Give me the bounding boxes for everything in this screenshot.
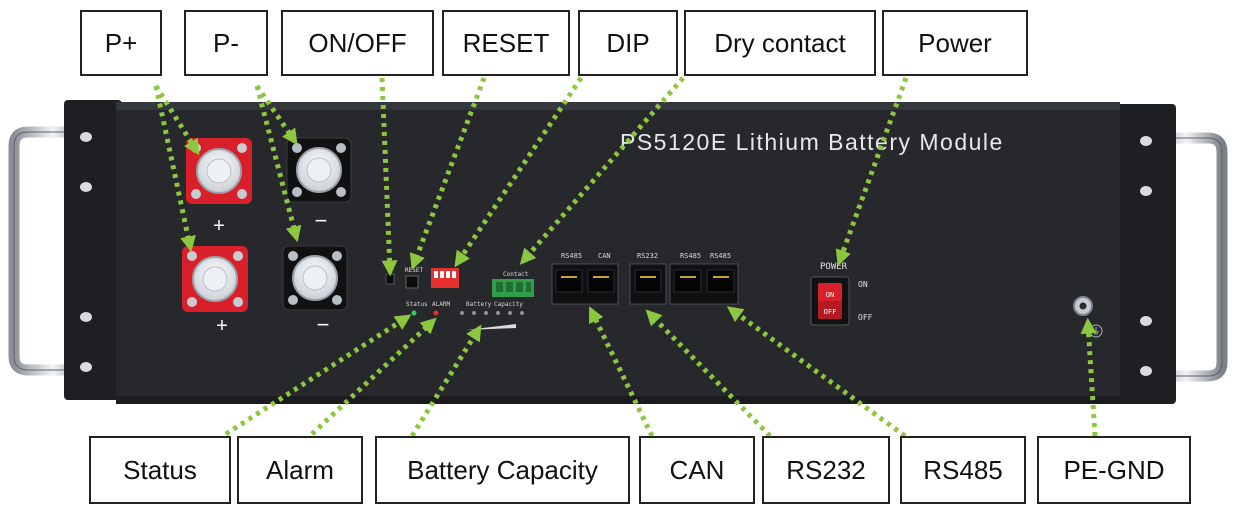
switch-on-text: ON xyxy=(826,291,834,299)
can-panel-label: CAN xyxy=(598,252,611,260)
callout-p-plus: P+ xyxy=(80,10,162,76)
left-rack-ear xyxy=(64,100,122,400)
callout-on-off: ON/OFF xyxy=(281,10,434,76)
callout-rs232: RS232 xyxy=(762,436,890,504)
negative-terminal-bottom xyxy=(282,245,348,311)
callout-battery-capacity: Battery Capacity xyxy=(375,436,630,504)
callout-status: Status xyxy=(89,436,231,504)
power-off-label: OFF xyxy=(858,313,873,322)
positive-terminal-top xyxy=(186,138,252,204)
model-title: PS5120E Lithium Battery Module xyxy=(620,129,1004,155)
plus-sign-top: + xyxy=(213,215,225,237)
rs485-port-block[interactable] xyxy=(669,263,739,305)
power-panel-label: POWER xyxy=(820,262,848,272)
plus-sign-bottom: + xyxy=(216,315,228,337)
minus-sign-bottom: − xyxy=(317,312,330,337)
rs232-panel-label: RS232 xyxy=(637,252,658,260)
switch-off-text: OFF xyxy=(824,308,837,316)
callout-p-minus: P- xyxy=(184,10,268,76)
rs485-can-port-block[interactable] xyxy=(551,263,619,305)
callout-alarm: Alarm xyxy=(237,436,363,504)
minus-sign-top: − xyxy=(315,208,328,233)
pe-ground-terminal[interactable] xyxy=(1073,296,1103,338)
callout-rs485: RS485 xyxy=(900,436,1026,504)
capacity-panel-label: Capacity xyxy=(494,301,523,308)
callout-dry-contact: Dry contact xyxy=(684,10,876,76)
reset-button[interactable] xyxy=(405,275,419,289)
callout-power: Power xyxy=(882,10,1028,76)
dip-switch[interactable] xyxy=(431,268,459,288)
alarm-panel-label: ALARM xyxy=(432,301,450,308)
rs485a-panel-label: RS485 xyxy=(680,252,701,260)
power-switch[interactable]: ON OFF xyxy=(810,276,850,326)
rs485b-panel-label: RS485 xyxy=(710,252,731,260)
contact-panel-label: Contact xyxy=(503,271,529,278)
callout-arrows xyxy=(153,76,1098,439)
right-rack-ear xyxy=(1116,104,1176,404)
battery-panel-label: Battery xyxy=(466,301,492,308)
rs485-panel-label: RS485 xyxy=(561,252,582,260)
status-panel-label: Status xyxy=(406,301,428,308)
status-led xyxy=(411,310,417,316)
callout-pe-gnd: PE-GND xyxy=(1037,436,1191,504)
callout-can: CAN xyxy=(639,436,755,504)
callout-dip: DIP xyxy=(578,10,678,76)
left-handle xyxy=(8,126,92,376)
right-handle xyxy=(1150,132,1228,382)
on-off-button[interactable] xyxy=(385,273,395,285)
alarm-led xyxy=(433,310,439,316)
reset-panel-label: RESET xyxy=(405,267,423,274)
negative-terminal-top xyxy=(286,137,352,203)
rs232-port[interactable] xyxy=(629,263,667,305)
power-on-label: ON xyxy=(858,280,868,289)
callout-reset: RESET xyxy=(442,10,570,76)
positive-terminal-bottom xyxy=(182,246,248,312)
dry-contact-connector[interactable] xyxy=(492,279,534,297)
